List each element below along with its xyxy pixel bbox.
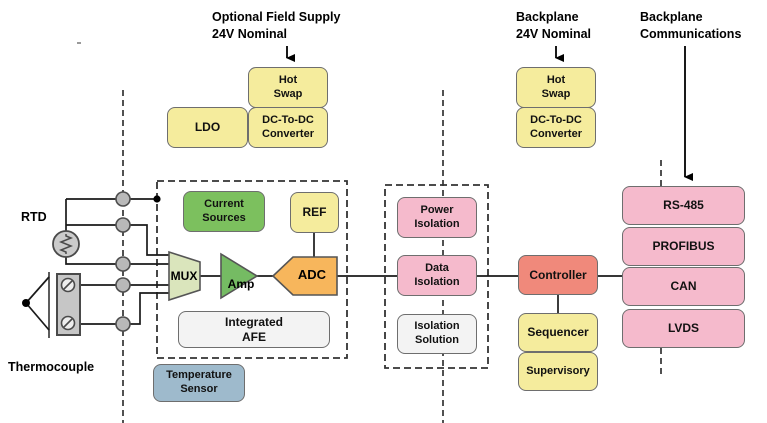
afe-junction-dot bbox=[153, 195, 161, 203]
field-supply-annotation: Optional Field Supply 24V Nominal bbox=[212, 10, 341, 41]
rtd-label: RTD bbox=[21, 210, 47, 224]
connector-dot-4 bbox=[115, 277, 131, 293]
thermocouple-lead-bottom bbox=[25, 302, 50, 331]
temperature-sensor-block: Temperature Sensor bbox=[153, 364, 245, 402]
terminal-screw-bottom-slot bbox=[63, 318, 73, 328]
rtd-sense-wire bbox=[66, 224, 169, 256]
rtd-return-wire bbox=[65, 257, 169, 265]
connector-dot-1 bbox=[115, 191, 131, 207]
integrated-afe-dashed-group bbox=[156, 180, 348, 359]
rs485-block: RS-485 bbox=[622, 186, 745, 225]
amp-shape bbox=[220, 252, 259, 300]
annotation-arrows bbox=[286, 46, 693, 181]
thermocouple-lead-top bbox=[25, 276, 50, 304]
field-hot-swap-block: Hot Swap bbox=[248, 67, 328, 108]
thermocouple-label: Thermocouple bbox=[8, 360, 95, 374]
isolation-solution-block: Isolation Solution bbox=[397, 314, 477, 354]
integrated-afe-block: Integrated AFE bbox=[178, 311, 330, 348]
can-block: CAN bbox=[622, 267, 745, 306]
connector-dot-5 bbox=[115, 316, 131, 332]
thermocouple-symbol bbox=[22, 272, 81, 338]
ref-block: REF bbox=[290, 192, 339, 233]
amp-label: Amp bbox=[227, 277, 255, 291]
profibus-block: PROFIBUS bbox=[622, 227, 745, 266]
supervisory-block: Supervisory bbox=[518, 352, 598, 391]
backplane-dcdc-converter-block: DC-To-DC Converter bbox=[516, 107, 596, 148]
field-dcdc-converter-block: DC-To-DC Converter bbox=[248, 107, 328, 148]
stray-mark bbox=[77, 42, 81, 44]
field-boundary-dashed-lines bbox=[122, 90, 662, 423]
terminal-screw-top-slot bbox=[63, 280, 73, 290]
backplane-hot-swap-block: Hot Swap bbox=[516, 67, 596, 108]
lvds-block: LVDS bbox=[622, 309, 745, 348]
rtd-symbol bbox=[52, 230, 80, 258]
rtd-resistor-zigzag bbox=[58, 234, 74, 254]
power-isolation-block: Power Isolation bbox=[397, 197, 477, 238]
mux-label: MUX bbox=[170, 269, 198, 283]
backplane-comms-annotation: Backplane Communications bbox=[640, 10, 742, 41]
field-connector-dots bbox=[115, 191, 131, 332]
backplane-supply-annotation: Backplane 24V Nominal bbox=[516, 10, 592, 41]
connector-dot-2 bbox=[115, 217, 131, 233]
sequencer-block: Sequencer bbox=[518, 313, 598, 352]
controller-block: Controller bbox=[518, 255, 598, 295]
adc-shape bbox=[271, 256, 338, 296]
connector-dot-3 bbox=[115, 256, 131, 272]
thermocouple-minus-wire bbox=[80, 292, 169, 325]
data-isolation-block: Data Isolation bbox=[397, 255, 477, 296]
mux-shape bbox=[168, 250, 201, 302]
adc-label: ADC bbox=[297, 267, 327, 282]
current-sources-block: Current Sources bbox=[183, 191, 265, 232]
thermocouple-junction-dot bbox=[22, 299, 30, 307]
ldo-block: LDO bbox=[167, 107, 248, 148]
